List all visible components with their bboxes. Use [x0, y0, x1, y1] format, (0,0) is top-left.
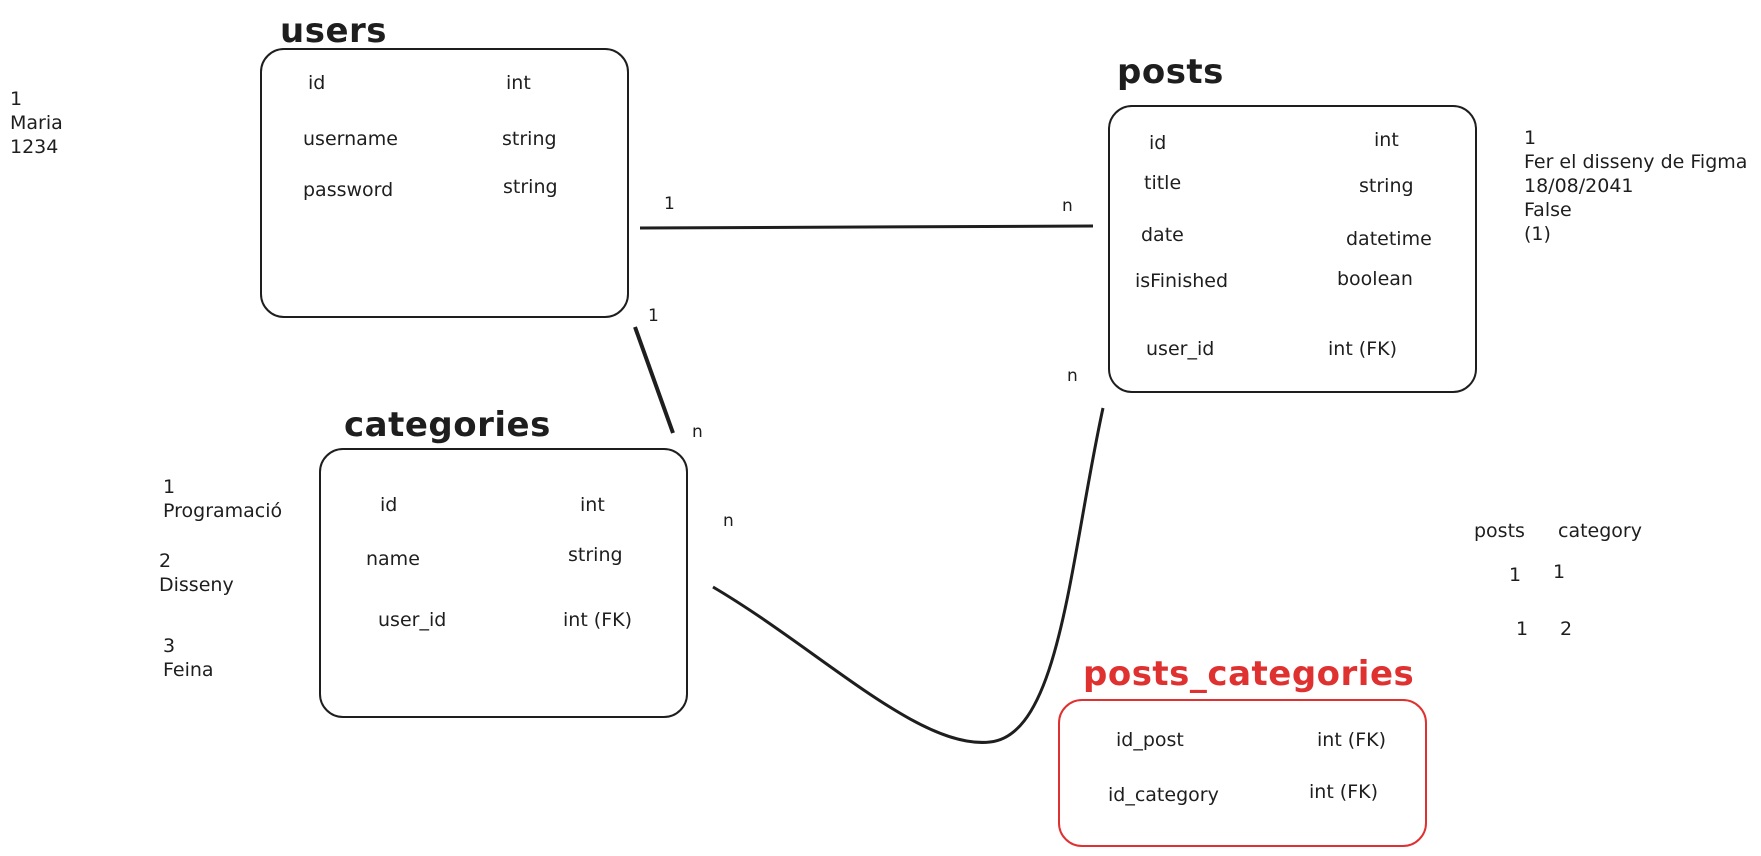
cardinality-users-categories-one: 1 [648, 306, 659, 326]
users-field-username-name: username [303, 128, 398, 150]
example-post-user-id: (1) [1524, 223, 1551, 245]
example-category-2-id: 2 [159, 550, 172, 572]
categories-table [319, 448, 688, 718]
posts-categories-field-id-post-name: id_post [1116, 729, 1184, 751]
cardinality-categories-junction-many: n [723, 511, 734, 531]
example-post-id: 1 [1524, 127, 1537, 149]
example-user-record: 1 Maria 1234 [10, 87, 63, 159]
posts-categories-field-id-category-name: id_category [1108, 784, 1219, 806]
posts-categories-table [1058, 699, 1427, 847]
example-category-3: 3 Feina [163, 634, 214, 682]
example-category-2: 2 Disseny [159, 549, 234, 597]
cardinality-users-posts-many: n [1062, 196, 1073, 216]
categories-field-user-id-name: user_id [378, 609, 447, 631]
posts-table [1108, 105, 1477, 393]
categories-field-name-name: name [366, 548, 420, 570]
example-category-1: 1 Programació [163, 475, 282, 523]
example-post-record: 1 Fer el disseny de Figma 18/08/2041 Fal… [1524, 126, 1747, 246]
example-junction-row-2-category: 2 [1560, 618, 1573, 640]
posts-field-date-type: datetime [1346, 228, 1432, 250]
users-table [260, 48, 629, 318]
posts-field-date-name: date [1141, 224, 1184, 246]
cardinality-users-posts-one: 1 [664, 194, 675, 214]
example-junction-row-2-post: 1 [1516, 618, 1529, 640]
posts-field-id-type: int [1374, 129, 1399, 151]
example-user-username: Maria [10, 112, 63, 134]
example-post-isfinished: False [1524, 199, 1572, 221]
categories-title: categories [344, 405, 551, 445]
example-junction-row-1-category: 1 [1553, 561, 1566, 583]
categories-field-id-name: id [380, 494, 398, 516]
example-junction-row-1-post: 1 [1509, 564, 1522, 586]
example-user-id: 1 [10, 88, 23, 110]
categories-field-name-type: string [568, 544, 623, 566]
posts-title: posts [1117, 52, 1224, 92]
users-field-id-name: id [308, 72, 326, 94]
users-field-id-type: int [506, 72, 531, 94]
cardinality-posts-junction-many: n [1067, 366, 1078, 386]
example-post-date: 18/08/2041 [1524, 175, 1634, 197]
categories-field-user-id-type: int (FK) [563, 609, 633, 631]
cardinality-users-categories-many: n [692, 422, 703, 442]
example-category-3-id: 3 [163, 635, 176, 657]
users-field-username-type: string [502, 128, 557, 150]
example-post-title: Fer el disseny de Figma [1524, 151, 1748, 173]
example-category-1-name: Programació [163, 500, 283, 522]
example-user-password: 1234 [10, 136, 59, 158]
categories-posts-junction-curve [712, 407, 1105, 744]
users-field-password-name: password [303, 179, 394, 201]
posts-categories-field-id-post-type: int (FK) [1317, 729, 1387, 751]
posts-field-user-id-type: int (FK) [1328, 338, 1398, 360]
posts-field-isfinished-type: boolean [1337, 268, 1413, 290]
posts-categories-title: posts_categories [1083, 654, 1415, 694]
posts-field-user-id-name: user_id [1146, 338, 1215, 360]
users-title: users [280, 11, 388, 51]
posts-field-title-type: string [1359, 175, 1414, 197]
posts-field-id-name: id [1149, 132, 1167, 154]
example-junction-header-posts: posts [1474, 520, 1525, 542]
posts-field-isfinished-name: isFinished [1135, 270, 1229, 292]
example-category-2-name: Disseny [159, 574, 234, 596]
example-category-1-id: 1 [163, 476, 176, 498]
users-posts-line [639, 224, 1094, 230]
users-field-password-type: string [503, 176, 558, 198]
example-category-3-name: Feina [163, 659, 214, 681]
categories-field-id-type: int [580, 494, 605, 516]
example-junction-header-category: category [1558, 520, 1642, 542]
posts-categories-field-id-category-type: int (FK) [1309, 781, 1379, 803]
users-categories-line [633, 326, 675, 434]
posts-field-title-name: title [1144, 172, 1182, 194]
